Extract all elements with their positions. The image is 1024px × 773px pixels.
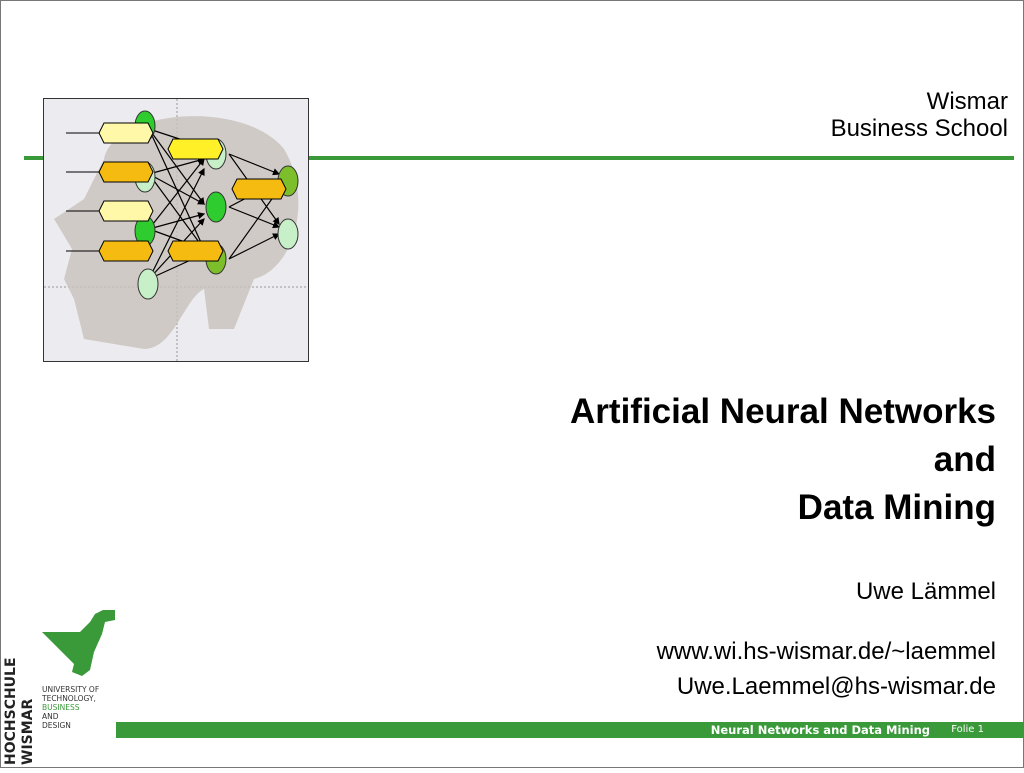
binocular-figure-icon <box>42 610 115 676</box>
logo-line2: WISMAR <box>20 698 36 765</box>
email-link[interactable]: Uwe.Laemmel@hs-wismar.de <box>676 673 996 700</box>
logo-line1: HOCHSCHULE <box>3 657 19 765</box>
hochschule-wismar-logo: HOCHSCHULE WISMAR UNIVERSITY OF TECHNOLO… <box>0 608 116 768</box>
footer-bar: Neural Networks and Data Mining Folie 1 <box>116 722 1024 738</box>
website-link[interactable]: www.wi.hs-wismar.de/~laemmel <box>656 638 996 665</box>
title-line2: and <box>933 440 996 479</box>
header-divider <box>24 156 1014 160</box>
logo-sub-4: AND <box>42 712 59 721</box>
title-line3: Data Mining <box>797 488 996 527</box>
footer-title: Neural Networks and Data Mining <box>710 723 930 737</box>
author-name: Uwe Lämmel <box>855 578 996 605</box>
neural-network-illustration <box>43 98 309 362</box>
school-line1: Wismar <box>926 88 1008 115</box>
title-line1: Artificial Neural Networks <box>570 392 996 431</box>
slide-title: Artificial Neural Networks and Data Mini… <box>570 388 996 532</box>
school-line2: Business School <box>830 115 1008 142</box>
slide-number: Folie 1 <box>951 724 984 735</box>
logo-sub-1: UNIVERSITY OF <box>42 685 99 694</box>
school-name: Wismar Business School <box>831 88 1008 142</box>
logo-sub-2: TECHNOLOGY, <box>41 694 96 703</box>
logo-sub-3: BUSINESS <box>42 703 80 712</box>
logo-sub-5: DESIGN <box>42 721 71 730</box>
